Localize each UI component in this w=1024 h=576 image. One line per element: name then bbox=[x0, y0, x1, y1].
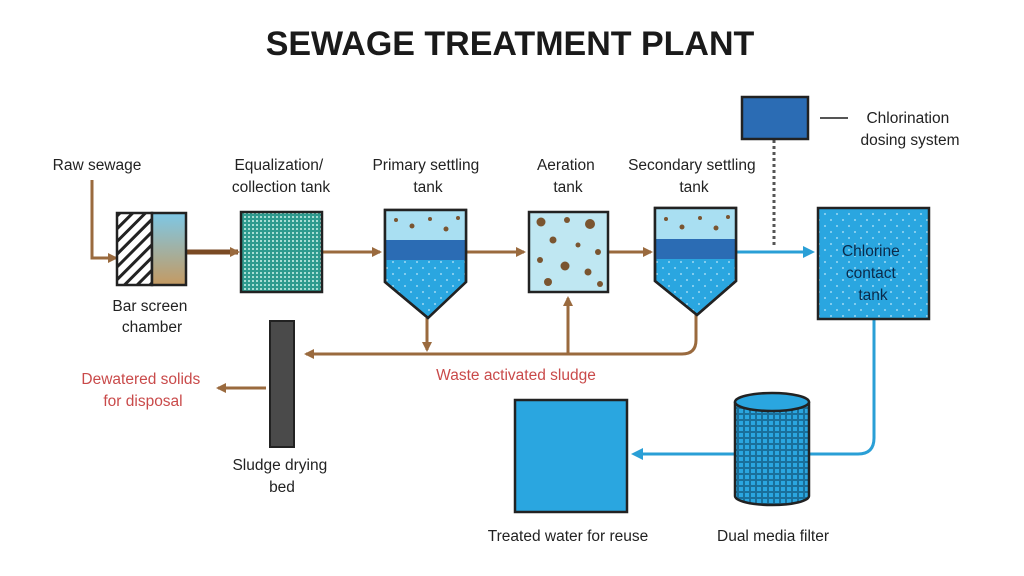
secondary-settling-label: Secondary settling tank bbox=[628, 157, 760, 196]
dual-media-filter bbox=[733, 391, 811, 507]
floc bbox=[456, 216, 460, 220]
floc bbox=[575, 242, 581, 248]
bar-screen-label: Bar screen chamber bbox=[112, 298, 191, 336]
chlorine-contact-tank bbox=[816, 206, 931, 321]
floc bbox=[394, 218, 398, 222]
waste-sludge-label: Waste activated sludge bbox=[436, 367, 596, 384]
diagram-title: SEWAGE TREATMENT PLANT bbox=[266, 25, 755, 63]
floc bbox=[409, 223, 415, 229]
floc bbox=[664, 217, 668, 221]
flow-chlorine-to-filter bbox=[810, 320, 876, 456]
waste-sludge-line bbox=[304, 314, 698, 359]
aeration-tank bbox=[527, 210, 610, 294]
floc bbox=[726, 215, 730, 219]
primary-settling-label: Primary settling tank bbox=[372, 157, 483, 196]
dual-media-filter-label: Dual media filter bbox=[717, 528, 829, 545]
equalization-label: Equalization/ collection tank bbox=[232, 157, 330, 196]
treated-water-label: Treated water for reuse bbox=[488, 528, 649, 545]
primary-settling-tank bbox=[383, 208, 468, 320]
floc bbox=[560, 261, 570, 271]
sludge-drying-bed bbox=[269, 320, 295, 448]
chlorination-label: Chlorination dosing system bbox=[860, 110, 959, 149]
floc bbox=[443, 226, 449, 232]
floc bbox=[564, 217, 570, 223]
floc bbox=[597, 281, 603, 287]
chlorination-dosing-unit bbox=[740, 95, 810, 141]
floc bbox=[698, 216, 702, 220]
secondary-settling-tank bbox=[653, 206, 738, 317]
chlorine-contact-label: Chlorine contact tank bbox=[842, 243, 904, 304]
bar-screen-chamber bbox=[115, 211, 188, 287]
aeration-label: Aeration tank bbox=[537, 157, 599, 196]
raw-sewage-arrow bbox=[90, 180, 118, 263]
dewatered-solids-label: Dewatered solids for disposal bbox=[81, 371, 204, 410]
sludge-drying-bed-label: Sludge drying bed bbox=[232, 457, 331, 496]
floc bbox=[536, 217, 546, 227]
floc bbox=[544, 278, 552, 286]
floc bbox=[537, 257, 543, 263]
floc bbox=[549, 236, 557, 244]
floc bbox=[679, 224, 685, 230]
equalization-tank bbox=[239, 210, 324, 294]
floc bbox=[585, 219, 595, 229]
floc bbox=[595, 249, 601, 255]
floc bbox=[584, 268, 592, 276]
raw-sewage-label: Raw sewage bbox=[53, 157, 142, 174]
treated-water-tank bbox=[513, 398, 629, 514]
floc bbox=[428, 217, 432, 221]
floc bbox=[713, 225, 719, 231]
